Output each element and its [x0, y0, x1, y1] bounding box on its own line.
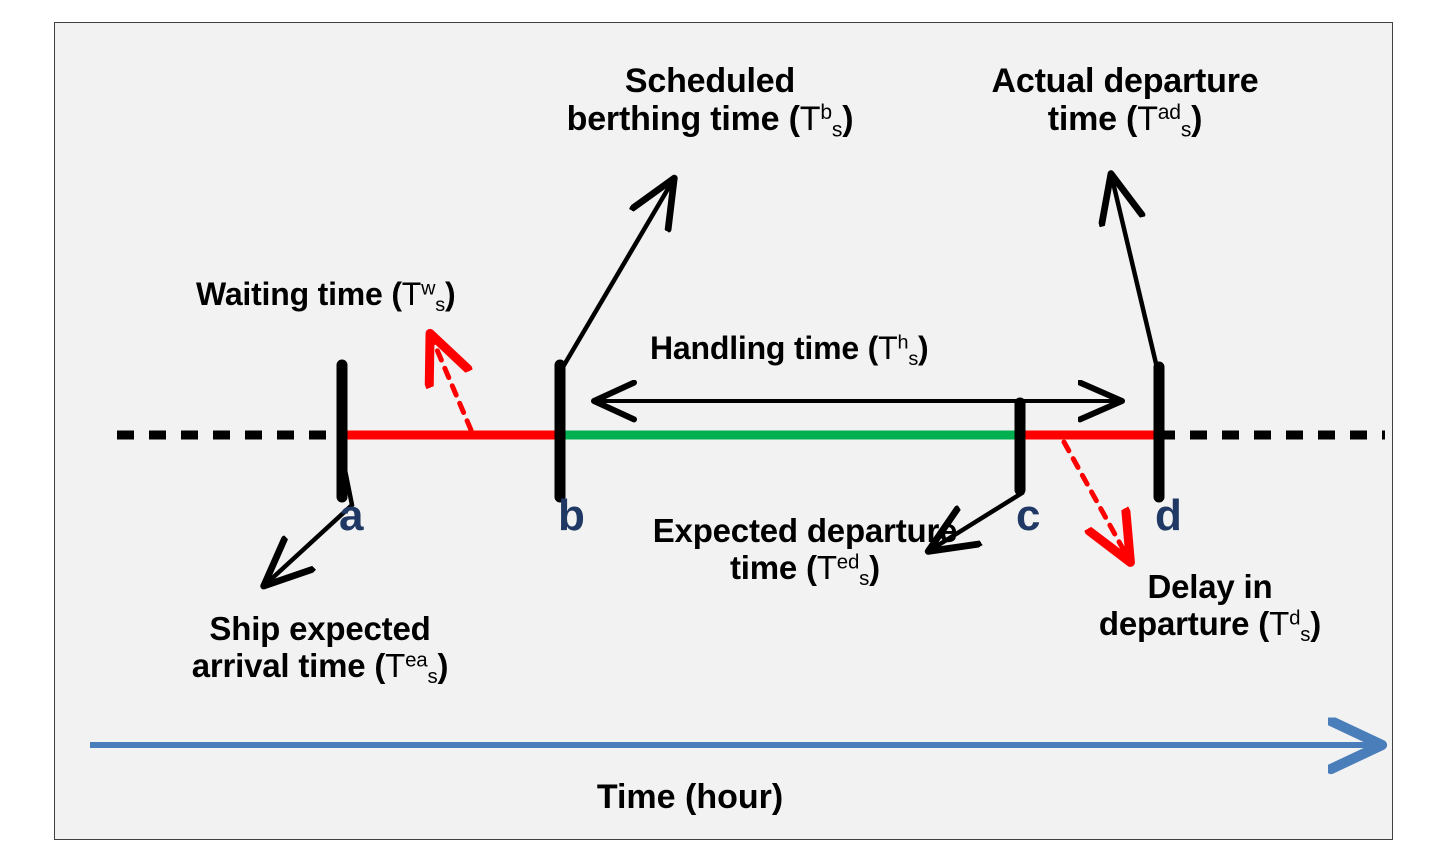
tick-label-d: d	[1155, 491, 1182, 540]
label-expected-departure: Expected departure time (Teds)	[585, 512, 1025, 591]
label-delay-in-departure-line2: departure (Tds)	[1098, 605, 1322, 647]
label-expected-departure-line1: Expected departure	[652, 512, 958, 549]
label-ship-expected-arrival: Ship expected arrival time (Teas)	[120, 610, 520, 689]
symbol-scheduled-berthing: Tbs	[799, 100, 843, 142]
label-expected-departure-line2: time (Teds)	[730, 549, 880, 591]
label-actual-departure-line1: Actual departure	[991, 62, 1259, 100]
label-scheduled-berthing-line1: Scheduled	[624, 62, 796, 100]
waiting-time-leader	[432, 338, 474, 433]
symbol-waiting-time: Tws	[401, 276, 445, 316]
symbol-ship-expected-arrival: Teas	[385, 647, 438, 689]
actual-departure-leader	[1112, 178, 1161, 373]
label-ship-expected-arrival-line1: Ship expected	[209, 610, 431, 647]
label-delay-in-departure-line1: Delay in	[1147, 568, 1273, 605]
label-scheduled-berthing-line2: berthing time (Tbs)	[566, 100, 854, 142]
time-axis-caption: Time (hour)	[596, 778, 784, 816]
delay-in-departure-leader	[1061, 439, 1128, 558]
label-actual-departure: Actual departure time (Tads)	[945, 62, 1305, 143]
label-scheduled-berthing: Scheduled berthing time (Tbs)	[545, 62, 875, 143]
symbol-expected-departure: Teds	[816, 549, 870, 591]
tick-label-a: a	[339, 491, 364, 540]
symbol-actual-departure: Tads	[1137, 100, 1192, 142]
tick-label-b: b	[558, 491, 585, 540]
scheduled-berthing-leader	[558, 182, 672, 374]
label-waiting-time-line1: Waiting time (Tws)	[196, 276, 456, 316]
label-actual-departure-line2: time (Tads)	[1047, 100, 1203, 142]
label-delay-in-departure: Delay in departure (Tds)	[1040, 568, 1380, 647]
label-handling-time-line1: Handling time (Ths)	[650, 330, 929, 370]
symbol-delay-in-departure: Tds	[1269, 605, 1311, 647]
symbol-handling-time: Ths	[878, 330, 919, 370]
label-handling-time: Handling time (Ths)	[650, 330, 1070, 370]
tick-label-c: c	[1016, 491, 1041, 540]
label-waiting-time: Waiting time (Tws)	[196, 276, 586, 316]
expected-departure-leader	[932, 467, 1025, 549]
label-ship-expected-arrival-line2: arrival time (Teas)	[191, 647, 449, 689]
ship-expected-arrival-leader	[267, 469, 355, 583]
